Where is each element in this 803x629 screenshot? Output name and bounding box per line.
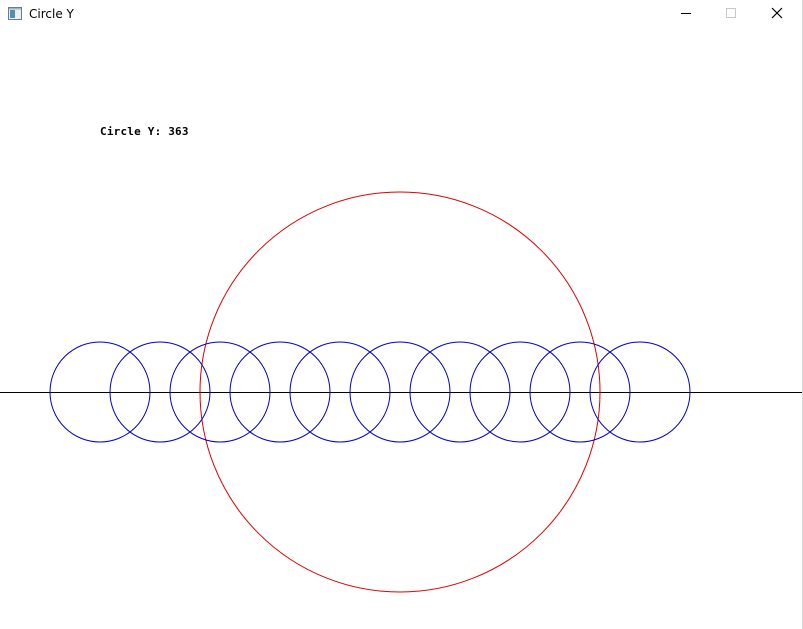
app-window-icon[interactable] — [8, 7, 22, 20]
close-icon — [771, 7, 783, 19]
title-bar[interactable]: Circle Y — [0, 0, 802, 28]
drawing-canvas[interactable]: Circle Y: 363 — [0, 28, 802, 629]
small-circle — [349, 341, 451, 443]
minimize-icon — [681, 13, 691, 14]
small-circle — [49, 341, 151, 443]
small-circles-group — [49, 341, 691, 443]
scene-graphic — [0, 191, 802, 593]
close-button[interactable] — [755, 0, 801, 28]
small-circle — [409, 341, 511, 443]
big-circle — [199, 191, 601, 593]
small-circle — [289, 341, 391, 443]
small-circle — [589, 341, 691, 443]
window-title: Circle Y — [29, 7, 74, 21]
small-circle — [529, 341, 631, 443]
small-circle — [109, 341, 211, 443]
small-circle — [229, 341, 331, 443]
minimize-button[interactable] — [664, 0, 710, 28]
small-circle — [469, 341, 571, 443]
maximize-button[interactable] — [708, 0, 754, 28]
small-circle — [169, 341, 271, 443]
circle-y-readout: Circle Y: 363 — [100, 125, 189, 138]
maximize-icon — [726, 8, 736, 18]
